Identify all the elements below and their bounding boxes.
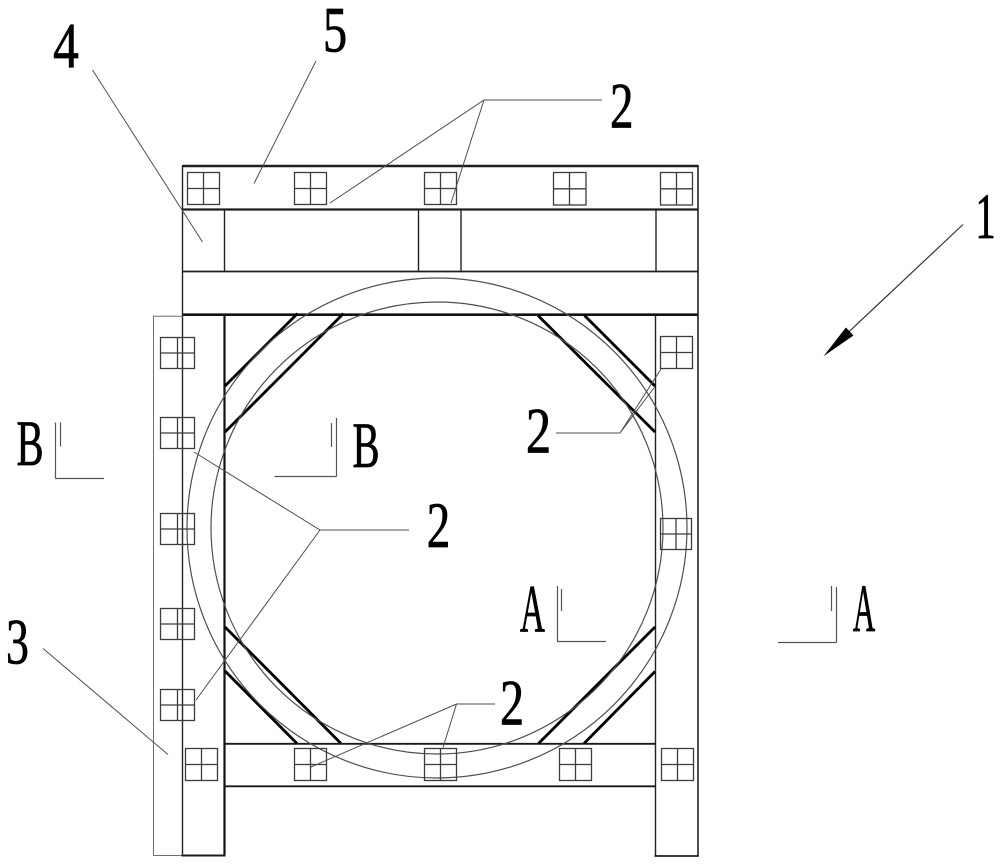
svg-text:B: B [16,408,43,480]
svg-text:4: 4 [53,11,79,83]
svg-text:2: 2 [610,71,634,143]
svg-text:3: 3 [6,607,29,679]
svg-text:B: B [352,410,379,482]
svg-text:2: 2 [500,668,524,740]
svg-text:A: A [853,570,875,646]
svg-text:1: 1 [975,181,995,253]
svg-text:2: 2 [427,490,451,562]
svg-text:A: A [520,571,545,647]
svg-text:2: 2 [526,396,551,468]
svg-text:5: 5 [323,0,347,67]
